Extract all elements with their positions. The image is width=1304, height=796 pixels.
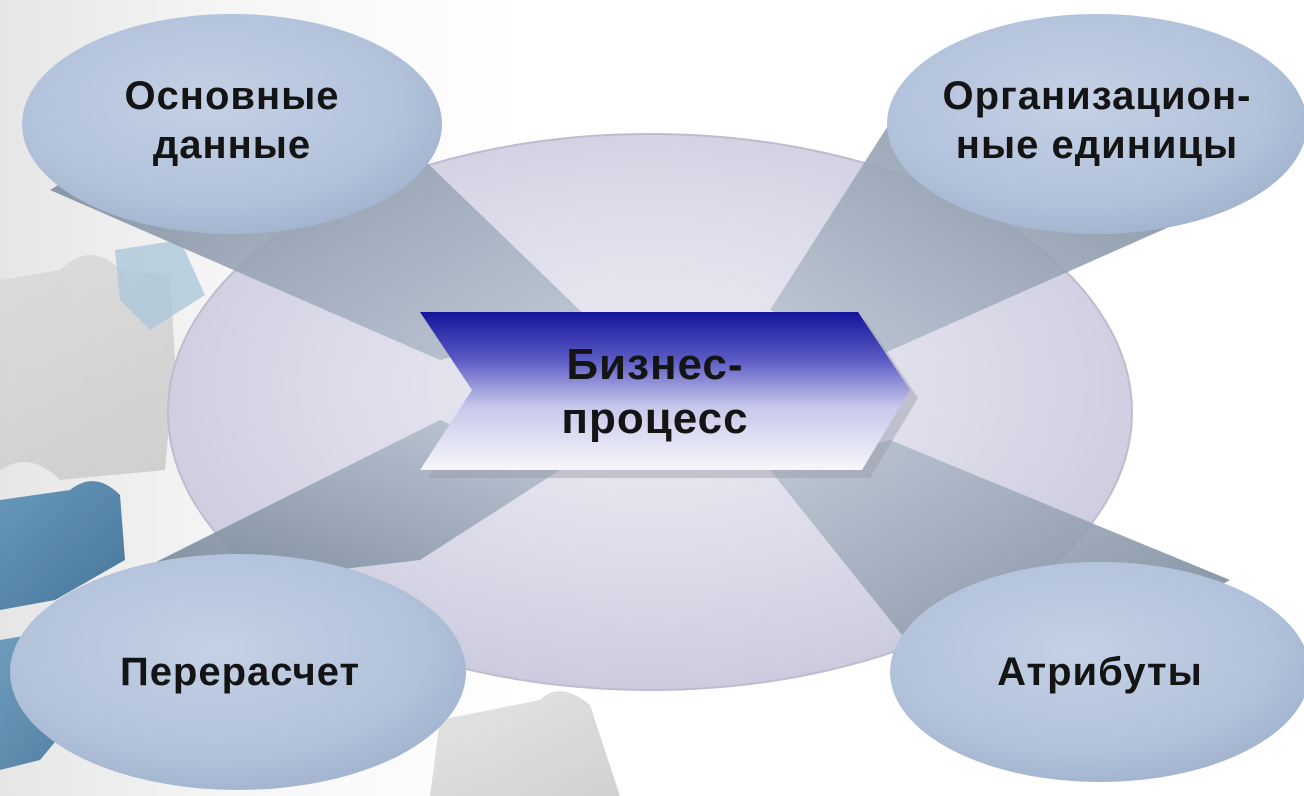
node-bottom-right-shape (890, 562, 1304, 782)
node-top-right-shape (887, 14, 1304, 234)
center-label: Бизнес- процесс (561, 340, 749, 443)
node-top-left-shape (22, 14, 442, 234)
node-top-right-label: Организацион- ные единицы (942, 74, 1252, 167)
node-bottom-left-shape (10, 554, 466, 790)
center-banner (420, 312, 910, 470)
node-bottom-right-label: Атрибуты (997, 650, 1203, 694)
node-bottom-left-label: Перерасчет (119, 650, 361, 694)
node-top-left-label: Основные данные (124, 74, 340, 167)
